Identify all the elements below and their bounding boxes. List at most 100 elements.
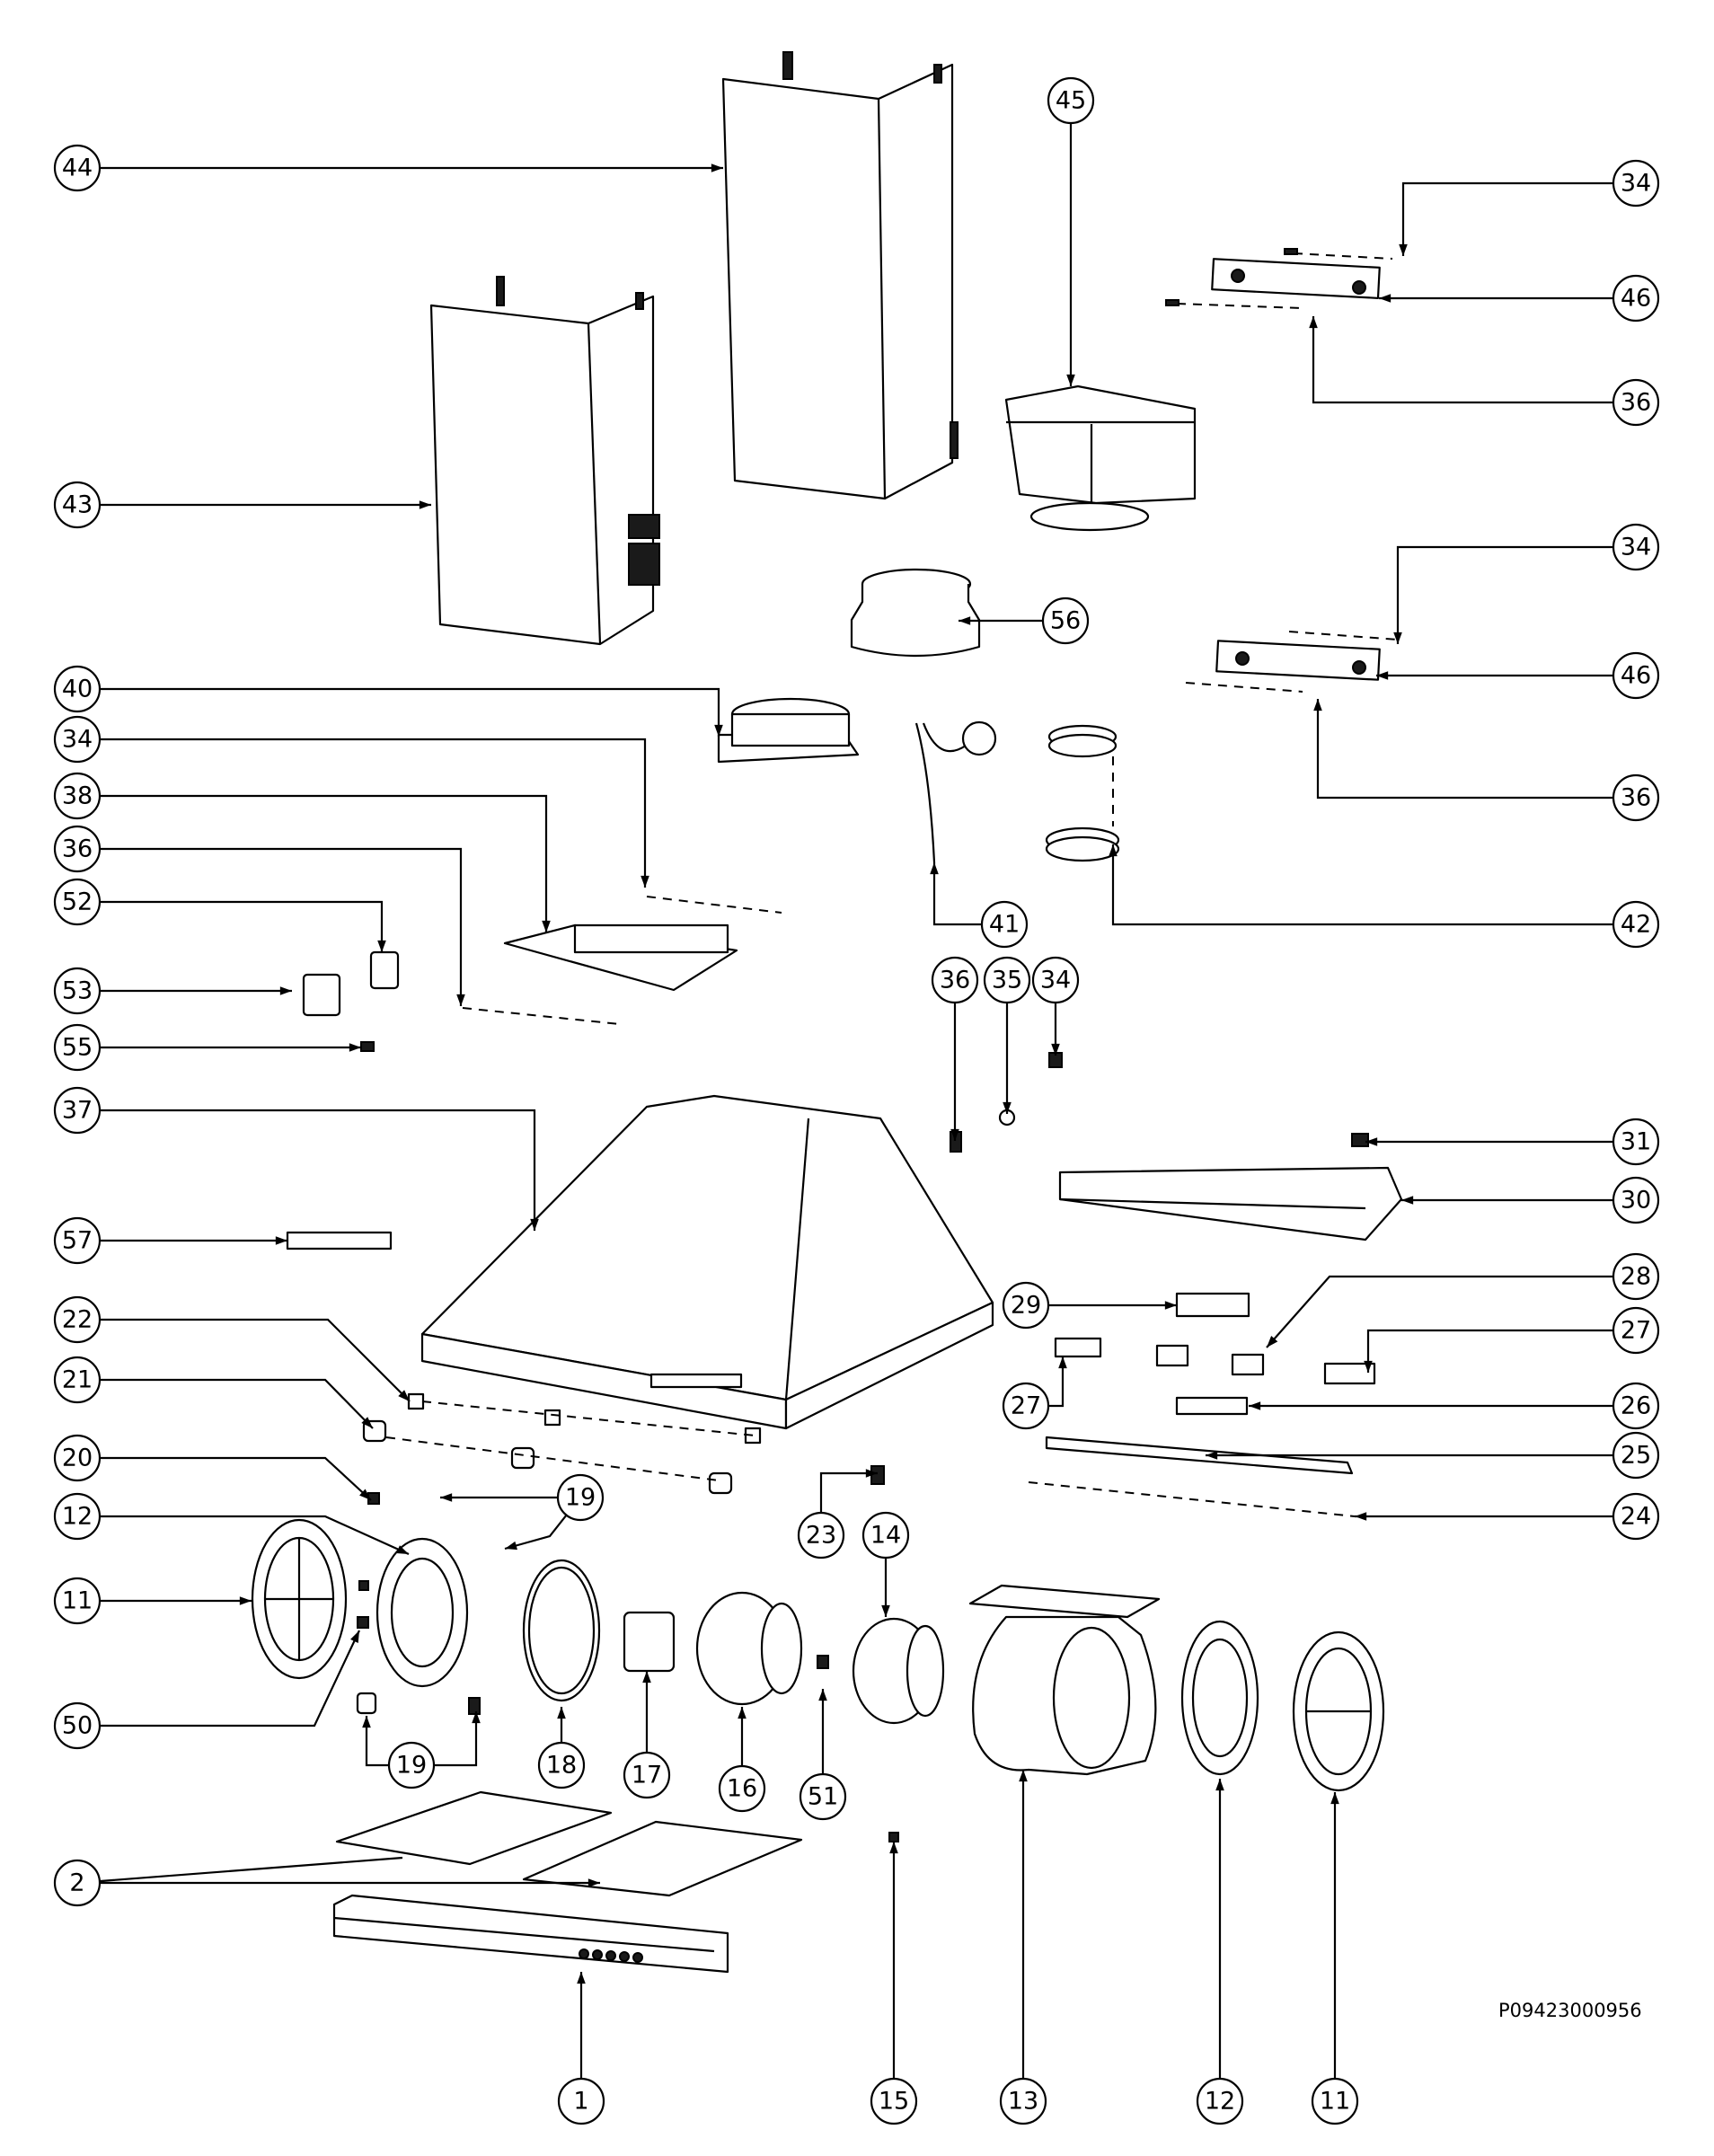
callout-number: 52 bbox=[62, 888, 93, 916]
arrow-head-34 bbox=[1393, 632, 1402, 644]
arrow-head-34 bbox=[1051, 1043, 1060, 1056]
callout-number: 14 bbox=[870, 1522, 901, 1550]
arrow-head-55 bbox=[349, 1043, 361, 1052]
arrow-head-42 bbox=[1109, 844, 1118, 857]
callout-circle bbox=[387, 1741, 436, 1789]
callout-number: 16 bbox=[727, 1775, 757, 1803]
callout-36: 36 bbox=[1612, 773, 1660, 822]
callout-circle bbox=[53, 1577, 102, 1625]
arrow-head-41 bbox=[930, 862, 939, 875]
callout-number: 2 bbox=[69, 1869, 84, 1897]
callout-number: 23 bbox=[806, 1522, 836, 1550]
callout-43: 43 bbox=[53, 481, 102, 529]
callout-circle bbox=[623, 1751, 671, 1799]
callout-number: 13 bbox=[1008, 2088, 1038, 2116]
callout-number: 51 bbox=[808, 1783, 838, 1811]
callout-number: 27 bbox=[1011, 1392, 1041, 1420]
arrow-head-19 bbox=[505, 1541, 517, 1551]
leader-line-50 bbox=[77, 1630, 360, 1727]
arrow-head-20 bbox=[359, 1489, 371, 1500]
gasket-ring-inner bbox=[527, 1566, 596, 1695]
callout-34: 34 bbox=[1612, 159, 1660, 208]
motor-cover-left bbox=[375, 1537, 469, 1688]
callout-number: 53 bbox=[62, 977, 93, 1005]
leader-line-22 bbox=[77, 1318, 411, 1402]
callout-circle bbox=[53, 715, 102, 764]
leader-line-36 bbox=[77, 847, 463, 1006]
callout-number: 44 bbox=[62, 155, 93, 182]
callout-38: 38 bbox=[53, 772, 102, 820]
outlet-flange bbox=[717, 697, 860, 764]
leader-line-37 bbox=[77, 1109, 536, 1231]
callout-26: 26 bbox=[1612, 1382, 1660, 1430]
callout-circle bbox=[53, 1295, 102, 1344]
arrow-head-23 bbox=[865, 1469, 878, 1478]
callout-number: 12 bbox=[1205, 2088, 1235, 2116]
callout-number: 41 bbox=[989, 911, 1020, 939]
switch-bar bbox=[286, 1231, 393, 1250]
callout-number: 57 bbox=[62, 1227, 93, 1255]
callout-27: 27 bbox=[1002, 1382, 1050, 1430]
arrow-head-1 bbox=[577, 1972, 586, 1984]
arrow-head-11 bbox=[1330, 1792, 1339, 1805]
leader-line-12 bbox=[77, 1515, 410, 1556]
callout-28: 28 bbox=[1612, 1252, 1660, 1301]
callout-circle bbox=[999, 2077, 1047, 2125]
callout-number: 24 bbox=[1621, 1503, 1651, 1531]
callout-circle bbox=[1612, 1492, 1660, 1541]
callout-circle bbox=[1612, 274, 1660, 323]
callout-21: 21 bbox=[53, 1356, 102, 1404]
callout-circle bbox=[1612, 773, 1660, 822]
callout-number: 11 bbox=[1320, 2088, 1350, 2116]
callout-number: 42 bbox=[1621, 911, 1651, 939]
mounting-plate bbox=[503, 896, 782, 992]
callout-circle bbox=[53, 967, 102, 1015]
callout-2: 2 bbox=[53, 1859, 102, 1907]
callout-36: 36 bbox=[931, 956, 979, 1004]
duct-adapter bbox=[850, 568, 981, 658]
callout-51: 51 bbox=[799, 1772, 847, 1821]
hood-canopy bbox=[420, 1094, 994, 1430]
callout-circle bbox=[53, 1356, 102, 1404]
control-panel bbox=[332, 1894, 729, 1974]
callout-number: 36 bbox=[940, 967, 970, 994]
callout-circle bbox=[1047, 76, 1095, 125]
callout-34: 34 bbox=[1031, 956, 1080, 1004]
callout-number: 36 bbox=[1621, 389, 1651, 417]
callout-circle bbox=[797, 1511, 845, 1560]
lower-chimney bbox=[429, 276, 660, 646]
callout-53: 53 bbox=[53, 967, 102, 1015]
arrow-head-13 bbox=[1019, 1770, 1028, 1782]
arrow-head-37 bbox=[530, 1218, 539, 1231]
callout-circle bbox=[1612, 651, 1660, 700]
callout-number: 34 bbox=[1040, 967, 1071, 994]
wall-bracket-top bbox=[1165, 248, 1393, 309]
arrow-head-57 bbox=[275, 1236, 287, 1245]
leader-line-28 bbox=[1266, 1275, 1636, 1348]
callout-37: 37 bbox=[53, 1086, 102, 1135]
callout-31: 31 bbox=[1612, 1118, 1660, 1166]
arrow-head-53 bbox=[279, 986, 292, 995]
hardware-nuts bbox=[356, 1580, 899, 1842]
upper-chimney bbox=[721, 51, 959, 500]
leader-line-34 bbox=[77, 738, 647, 888]
callout-number: 46 bbox=[1621, 285, 1651, 313]
callout-circle bbox=[53, 1023, 102, 1072]
callout-number: 40 bbox=[62, 676, 93, 703]
arrow-head-38 bbox=[542, 920, 551, 932]
callout-number: 34 bbox=[62, 726, 93, 754]
arrow-head-16 bbox=[738, 1707, 747, 1719]
arrow-head-19 bbox=[440, 1493, 453, 1502]
callout-number: 15 bbox=[879, 2088, 909, 2116]
callout-56: 56 bbox=[1041, 596, 1090, 645]
callout-circle bbox=[1612, 1118, 1660, 1166]
callout-35: 35 bbox=[983, 956, 1031, 1004]
callout-circle bbox=[1311, 2077, 1359, 2125]
callout-number: 56 bbox=[1050, 607, 1081, 635]
callout-52: 52 bbox=[53, 878, 102, 926]
callout-circle bbox=[1612, 1176, 1660, 1224]
callout-1: 1 bbox=[557, 2077, 605, 2125]
arrow-head-28 bbox=[1267, 1335, 1278, 1348]
document-code: P09423000956 bbox=[1498, 2000, 1642, 2021]
callout-number: 28 bbox=[1621, 1263, 1651, 1291]
